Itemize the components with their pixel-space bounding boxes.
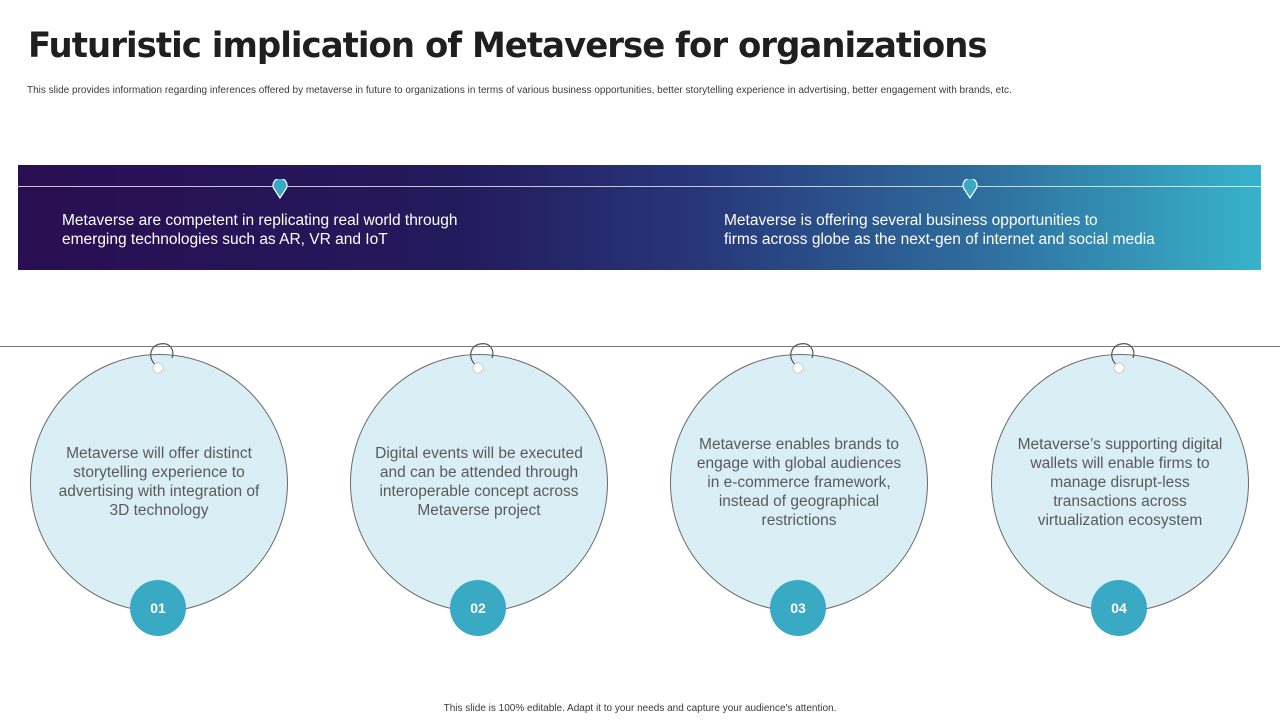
number-badge: 02 xyxy=(450,580,506,636)
slide-title: Futuristic implication of Metaverse for … xyxy=(28,26,988,66)
timeline-divider xyxy=(0,346,1280,347)
implication-card: Digital events will be executed and can … xyxy=(350,340,610,640)
banner-timeline-line xyxy=(18,186,1261,187)
summary-banner: Metaverse are competent in replicating r… xyxy=(18,165,1261,270)
card-text: Metaverse will offer distinct storytelli… xyxy=(58,445,260,519)
card-circle xyxy=(350,354,608,612)
hook-icon xyxy=(470,343,494,374)
slide-footer: This slide is 100% editable. Adapt it to… xyxy=(443,703,837,714)
banner-left-text: Metaverse are competent in replicating r… xyxy=(62,212,458,248)
number-badge: 01 xyxy=(130,580,186,636)
implication-card: Metaverse will offer distinct storytelli… xyxy=(30,340,290,640)
banner-right-text: Metaverse is offering several business o… xyxy=(724,212,1155,248)
card-circle xyxy=(30,354,288,612)
implication-card: Metaverse’s supporting digital wallets w… xyxy=(991,340,1251,640)
card-circle xyxy=(991,354,1249,612)
map-pin-icon xyxy=(962,179,978,199)
implication-card: Metaverse enables brands to engage with … xyxy=(670,340,930,640)
card-text: Digital events will be executed and can … xyxy=(375,445,583,519)
slide-subtitle: This slide provides information regardin… xyxy=(27,85,1012,96)
number-badge: 03 xyxy=(770,580,826,636)
hook-icon xyxy=(790,343,814,374)
number-badge: 04 xyxy=(1091,580,1147,636)
card-circle xyxy=(670,354,928,612)
hook-icon xyxy=(1111,343,1135,374)
hook-icon xyxy=(150,343,174,374)
map-pin-icon xyxy=(272,179,288,199)
card-text: Metaverse enables brands to engage with … xyxy=(696,435,902,529)
card-text: Metaverse’s supporting digital wallets w… xyxy=(1017,435,1223,529)
